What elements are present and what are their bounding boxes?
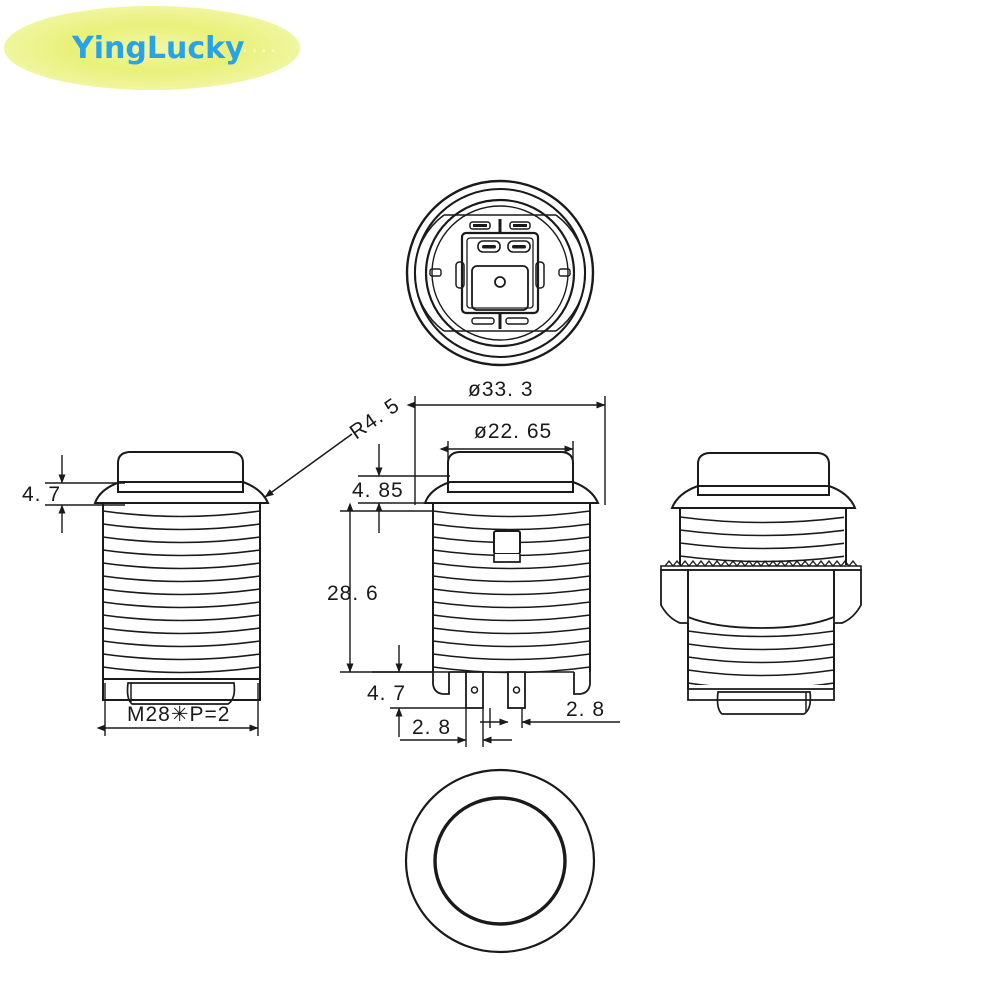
- dimension-label-outer-diameter: ø33. 3: [468, 378, 534, 401]
- dimension-terminal-length: [372, 645, 466, 737]
- center-view-side-elevation: [423, 451, 600, 709]
- watermark-ellipse: [4, 6, 300, 90]
- right-view-with-nut: [660, 452, 862, 715]
- dimension-label-corner-radius: R4. 5: [346, 394, 404, 445]
- brand-watermark: YingLucky ....: [4, 6, 300, 90]
- dimension-label-terminal-spacing-left: 2. 8: [412, 716, 451, 739]
- callout-corner-radius: [264, 433, 353, 498]
- dimension-label-body-length: 28. 6: [327, 582, 379, 605]
- dimension-terminal-spacing-right: [480, 708, 620, 728]
- dimension-label-terminal-length: 4. 7: [367, 682, 406, 705]
- dimension-label-cap-diameter: ø22. 65: [474, 420, 552, 443]
- dimension-cap-height-center: [358, 444, 450, 533]
- dimension-left-cap-height: [45, 455, 125, 533]
- top-view-rear-face: [405, 179, 595, 367]
- dimension-thread-spec: [96, 683, 259, 736]
- dimension-label-thread-spec: M28✳P=2: [127, 703, 230, 726]
- bottom-view-front-face: [404, 768, 596, 954]
- dimension-outer-diameter: [406, 396, 606, 505]
- dimension-label-cap-height-left: 4. 7: [22, 483, 61, 506]
- dimension-label-cap-height-center: 4. 85: [352, 479, 404, 502]
- left-view-side-elevation: [93, 451, 270, 705]
- dimension-label-terminal-spacing-right: 2. 8: [566, 698, 605, 721]
- dimension-cap-diameter: [439, 441, 574, 492]
- watermark-brand-text: YingLucky: [71, 31, 245, 66]
- dimension-terminal-spacing-left: [400, 708, 512, 747]
- watermark-dots: ....: [242, 33, 279, 57]
